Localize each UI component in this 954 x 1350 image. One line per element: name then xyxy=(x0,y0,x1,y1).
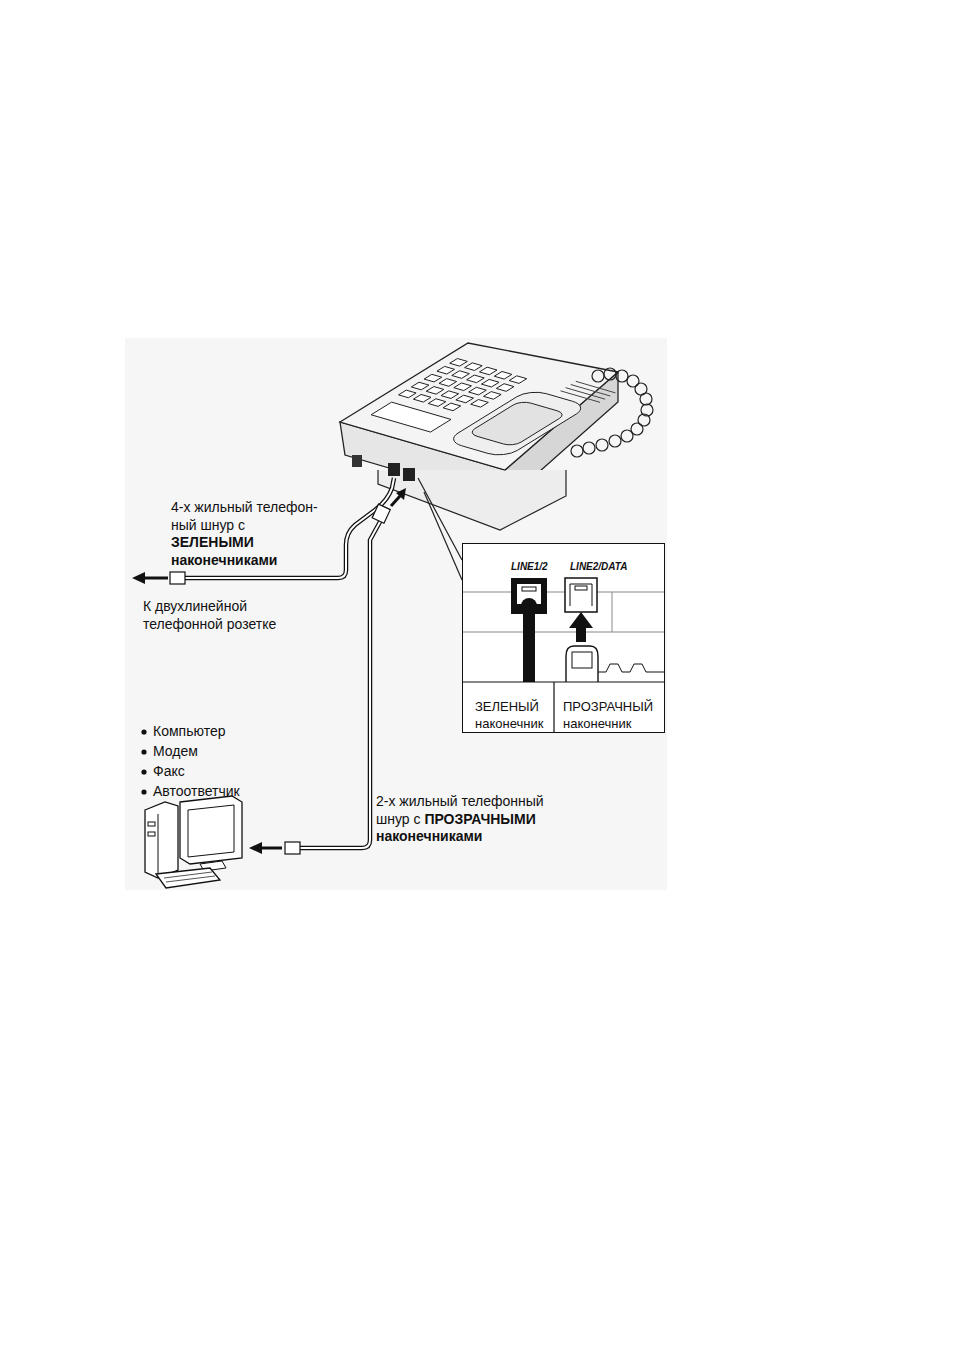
cord xyxy=(300,520,381,848)
key xyxy=(452,371,470,379)
coil xyxy=(627,375,639,387)
bullet xyxy=(141,769,146,774)
key xyxy=(441,391,459,399)
device-item: Компьютер xyxy=(153,723,225,739)
key xyxy=(496,384,514,392)
bullet xyxy=(141,749,146,754)
device-item-group: Автоответчик xyxy=(153,783,293,801)
coil xyxy=(592,370,604,382)
device-item-group: Модем xyxy=(153,743,293,761)
illustration-background xyxy=(125,338,667,890)
key xyxy=(465,363,483,371)
phone-keys xyxy=(363,351,616,460)
drive-slot xyxy=(148,822,155,826)
bullet xyxy=(141,789,146,794)
arrow-head xyxy=(396,488,406,500)
key xyxy=(509,376,527,384)
phone-top xyxy=(340,343,618,470)
key xyxy=(467,375,485,383)
cord xyxy=(300,520,381,848)
key xyxy=(439,379,457,387)
tip-label: ПРОЗРАЧНЫЙ наконечник xyxy=(563,698,665,732)
computer-tower xyxy=(158,814,159,878)
device-item-group: Факс xyxy=(153,763,293,781)
display-panel xyxy=(371,402,451,432)
key xyxy=(456,395,474,403)
phone-jack xyxy=(403,468,415,481)
coil xyxy=(596,439,608,451)
key xyxy=(428,399,446,407)
cord-label: ЗЕЛЕНЫМИ наконечниками xyxy=(171,534,329,569)
coil xyxy=(616,370,628,382)
key xyxy=(413,394,431,402)
coil xyxy=(621,430,633,442)
monitor-screen xyxy=(188,805,234,857)
key xyxy=(424,374,442,382)
bullet xyxy=(141,729,146,734)
cord-label-group: 2-х жильный телефонный шнур сПРОЗРАЧНЫМИ… xyxy=(376,793,566,846)
coil xyxy=(571,445,583,457)
key xyxy=(471,400,489,408)
arrow-shaft xyxy=(391,496,400,506)
plug xyxy=(170,572,185,584)
coil xyxy=(640,393,652,405)
key xyxy=(481,379,499,387)
cord-label-group: 4-х жильный телефон- ный шнур сЗЕЛЕНЫМИ … xyxy=(171,499,329,569)
speaker-grille xyxy=(576,381,616,393)
keyboard xyxy=(156,868,220,888)
socket-label: К двухлинейной телефонной розетке xyxy=(143,598,276,632)
key xyxy=(443,403,461,411)
arrow-head xyxy=(132,572,145,584)
key xyxy=(426,387,444,395)
plug xyxy=(285,842,300,854)
cord-label: 4-х жильный телефон- ный шнур с xyxy=(171,499,329,534)
key xyxy=(484,392,502,400)
tip-label: ЗЕЛЕНЫЙ наконечник xyxy=(475,698,561,732)
device-item: Модем xyxy=(153,743,198,759)
speaker-grille xyxy=(560,391,600,403)
key xyxy=(411,382,429,390)
arrow-shaft xyxy=(142,577,168,580)
key xyxy=(437,366,455,374)
drive-slot xyxy=(148,832,155,836)
key xyxy=(454,383,472,391)
handset-grip xyxy=(467,400,567,447)
port-label: LINE2/DATA xyxy=(570,558,650,575)
socket-label-group: К двухлинейной телефонной розетке xyxy=(143,598,303,633)
coil xyxy=(609,435,621,447)
phone-jack xyxy=(388,463,400,476)
coiled-cord xyxy=(571,368,653,457)
leader-line xyxy=(424,492,462,580)
coil xyxy=(583,442,595,454)
computer-tower xyxy=(145,802,178,878)
keyboard-keys xyxy=(166,876,215,882)
key xyxy=(494,371,512,379)
leader-line xyxy=(418,478,462,560)
key xyxy=(479,367,497,375)
key xyxy=(399,390,417,398)
speaker-grille xyxy=(571,385,611,397)
inset-box: LINE1/2LINE2/DATA ЗЕЛЕНЫЙ наконечникПРОЗР… xyxy=(462,543,665,733)
key xyxy=(469,387,487,395)
computer-monitor xyxy=(180,796,242,864)
speaker-grille xyxy=(566,388,606,400)
device-item: Автоответчик xyxy=(153,783,240,799)
key xyxy=(450,359,468,367)
arrow-head xyxy=(249,842,262,854)
device-item-group: Компьютер xyxy=(153,723,293,741)
arrow-shaft xyxy=(260,847,282,850)
phone-jack xyxy=(352,455,362,467)
device-item: Факс xyxy=(153,763,185,779)
port-label: LINE1/2 xyxy=(511,558,571,575)
handset xyxy=(445,389,589,458)
plug xyxy=(372,504,390,523)
coil xyxy=(604,368,616,380)
